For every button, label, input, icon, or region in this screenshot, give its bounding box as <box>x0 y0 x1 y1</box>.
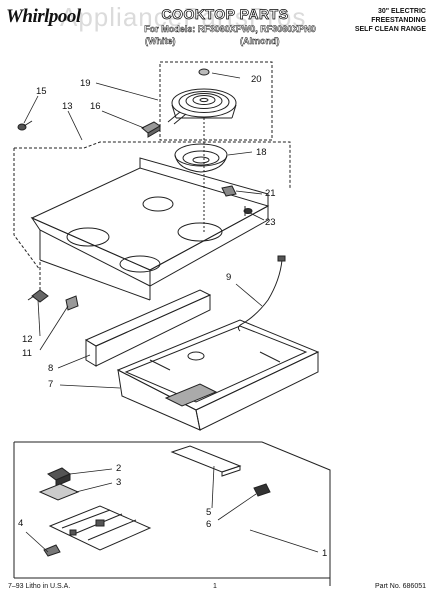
surface-element-coil <box>167 88 237 125</box>
watermark: AppliancePartsPros <box>60 2 307 32</box>
brand-logo: Whirlpool <box>6 6 81 28</box>
variant-white: (White) <box>145 36 176 46</box>
control-bracket <box>43 505 152 557</box>
control-group-box <box>14 441 331 586</box>
switch-plate <box>38 483 80 501</box>
callout-6: 6 <box>206 519 212 530</box>
callout-20: 20 <box>251 74 262 85</box>
leader-lines <box>23 72 319 553</box>
callout-7: 7 <box>48 379 54 390</box>
drip-bowl <box>174 143 228 173</box>
heat-shield <box>170 445 242 477</box>
element-cap <box>198 68 210 76</box>
hinge-bracket <box>27 289 49 303</box>
footer-litho: 7–93 Litho in U.S.A. <box>8 583 71 590</box>
support-bushing <box>65 295 79 311</box>
callout-2: 2 <box>116 463 122 474</box>
variant-almond: (Almond) <box>240 36 280 46</box>
cooktop-main-top <box>30 157 270 301</box>
infinite-switch <box>47 467 71 487</box>
callout-9: 9 <box>226 272 232 283</box>
callout-23: 23 <box>265 217 276 228</box>
callout-1: 1 <box>322 548 328 559</box>
callout-8: 8 <box>48 363 54 374</box>
callout-18: 18 <box>256 147 267 158</box>
mounting-clip <box>221 185 237 197</box>
callout-13: 13 <box>62 101 73 112</box>
element-group-box <box>159 61 273 141</box>
callout-4: 4 <box>18 518 24 529</box>
footer-page-number: 1 <box>213 583 217 590</box>
wire-harness <box>237 259 283 332</box>
terminal-screw <box>17 120 33 131</box>
cooktop-outline <box>14 141 291 188</box>
range-line-2: FREESTANDING <box>371 17 426 24</box>
burner-box <box>116 319 320 431</box>
callout-12: 12 <box>22 334 33 345</box>
front-rail <box>84 289 212 367</box>
callout-15: 15 <box>36 86 47 97</box>
callout-3: 3 <box>116 477 122 488</box>
range-line-1: 30" ELECTRIC <box>377 8 426 15</box>
callout-21: 21 <box>265 188 276 199</box>
footer-part-number: Part No. 686051 <box>375 583 426 590</box>
brand-name: Whirlpool <box>6 6 81 27</box>
callout-16: 16 <box>90 101 101 112</box>
model-line: For Models: RF3060XPW0, RF3060XPN0 <box>144 24 316 34</box>
range-description: 30" ELECTRIC FREESTANDING SELF CLEAN RAN… <box>355 7 426 34</box>
wire-connector <box>253 483 271 497</box>
terminal-block <box>141 121 161 138</box>
mounting-screw <box>243 206 253 216</box>
callout-5: 5 <box>206 507 212 518</box>
callout-19: 19 <box>80 78 91 89</box>
range-line-3: SELF CLEAN RANGE <box>354 26 426 33</box>
page-title: COOKTOP PARTS <box>161 6 289 23</box>
callout-11: 11 <box>22 348 32 359</box>
